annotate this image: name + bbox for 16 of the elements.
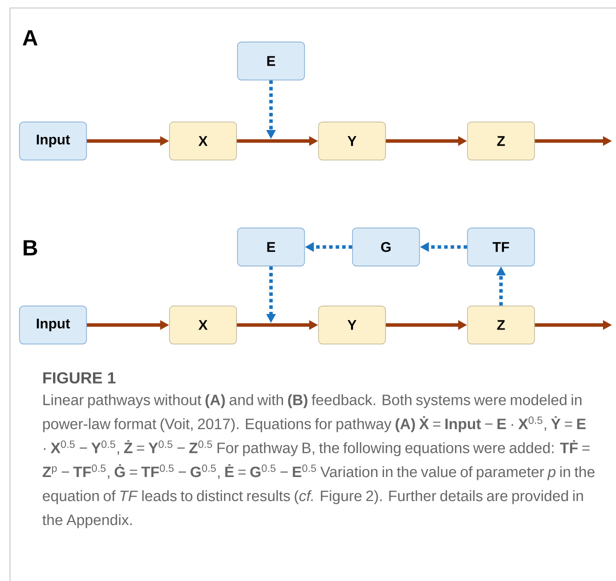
variable-box: Y <box>318 122 386 160</box>
variable-box: TF <box>467 228 535 266</box>
panel-letter: B <box>24 240 38 256</box>
caption-text: Linear pathways without (A) and with (B) feedback. Both systems were modeled in power-law format (Voit, 2017). Equations for pathway (A) Ẋ = Input − E · X$^{0.5}$, Ẏ = E · X$^{0.5}$ − Y$^{0.5}$, Ż = Y$^{0.5}$ − Z$^{0.5}$ For pathway B, the following equations were added: TḞ = Z$^{p}$ − TF$^{0.5}$, Ġ = TF$^{0.5}$ − G$^{0.5}$, Ė = G$^{0.5}$ − E$^{0.5}$ Variation in the value of parameter p in the equation of TF leads to distinct results (cf. Figure 2). Further details are provided in the Appendix. <box>42 394 594 528</box>
variable-box: Y <box>318 306 386 344</box>
variable-box: Z <box>467 306 535 344</box>
variable-box: Input <box>19 306 87 344</box>
variable-box: E <box>237 228 305 266</box>
variable-box: X <box>169 306 237 344</box>
variable-box: Z <box>467 122 535 160</box>
variable-box: E <box>237 42 305 80</box>
figure-number: FIGURE 1 <box>43 372 116 384</box>
variable-box: G <box>352 228 420 266</box>
panel-letter: A <box>22 30 38 46</box>
variable-box: X <box>169 122 237 160</box>
variable-box: Input <box>19 122 87 160</box>
